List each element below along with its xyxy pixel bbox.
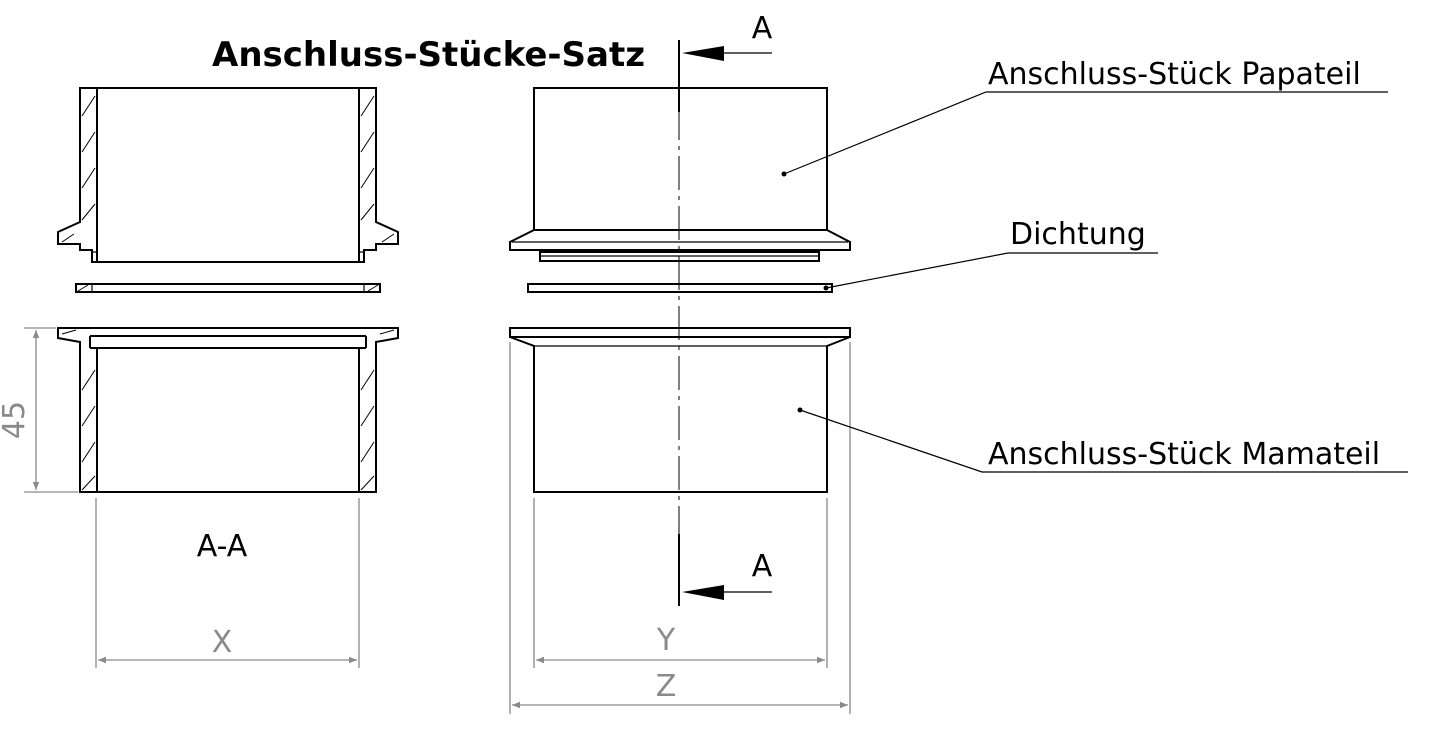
section-view: 45 X A-A [0,87,399,668]
dimension-x: X [95,498,360,668]
section-dichtung [75,283,381,293]
label-mamateil: Anschluss-Stück Mamateil [988,437,1380,472]
leader-mamateil: Anschluss-Stück Mamateil [797,407,1408,473]
side-view: A A Y Z [509,11,851,714]
cutting-plane-top-label: A [752,11,773,46]
label-dichtung: Dichtung [1010,217,1146,252]
cutting-plane-bottom-label: A [752,549,773,584]
dimension-x-label: X [212,625,233,660]
dimension-y-label: Y [656,623,676,658]
section-mamateil [57,327,399,493]
drawing-title: Anschluss-Stücke-Satz [212,35,645,75]
view-papateil [509,87,851,262]
view-mamateil [509,327,851,493]
section-papateil [57,87,399,263]
dimension-z-label: Z [656,669,677,704]
dimension-height: 45 [0,327,78,493]
dimension-y: Y [533,498,828,668]
dimension-z: Z [509,342,851,714]
leader-papateil: Anschluss-Stück Papateil [781,57,1388,177]
label-papateil: Anschluss-Stück Papateil [988,57,1361,92]
cutting-plane-top: A [678,11,773,112]
dimension-height-label: 45 [0,401,32,439]
leader-dichtung: Dichtung [823,217,1158,291]
view-dichtung [527,283,833,293]
cutting-plane-bottom: A [678,534,773,606]
section-label: A-A [197,529,248,564]
